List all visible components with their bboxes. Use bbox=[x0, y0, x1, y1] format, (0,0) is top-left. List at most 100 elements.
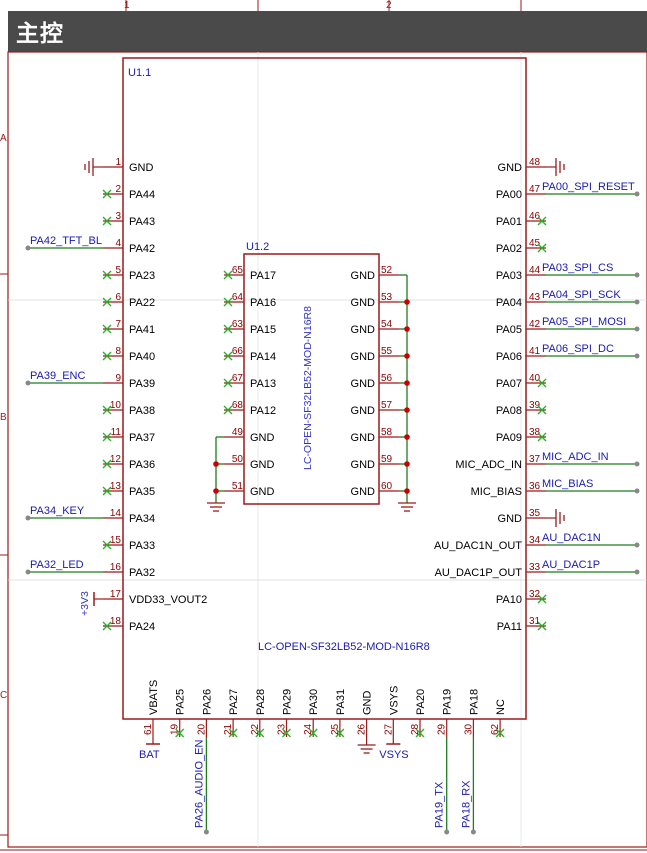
net-label: PA06_SPI_DC bbox=[542, 343, 614, 355]
u1-1-designator: U1.1 bbox=[128, 67, 151, 79]
pin-name: VDD33_VOUT2 bbox=[129, 594, 207, 606]
pin-name: PA38 bbox=[129, 405, 155, 417]
pin-name: PA24 bbox=[129, 621, 155, 633]
pin-number: 49 bbox=[232, 427, 244, 438]
net-label: PA34_KEY bbox=[30, 505, 85, 517]
pin-name: GND bbox=[129, 162, 154, 174]
pin-number: 30 bbox=[463, 723, 474, 735]
pin-number: 7 bbox=[115, 319, 121, 330]
no-connect-mark bbox=[102, 540, 112, 550]
pin-number: 35 bbox=[529, 508, 541, 519]
pin-number: 5 bbox=[115, 265, 121, 276]
no-connect-mark bbox=[102, 486, 112, 496]
pin-name: PA25 bbox=[175, 689, 187, 715]
pin-number: 40 bbox=[529, 373, 541, 384]
pin-number: 54 bbox=[381, 319, 393, 330]
no-connect-mark bbox=[223, 270, 233, 280]
net-port bbox=[25, 515, 31, 521]
pin-number: 10 bbox=[110, 400, 122, 411]
u1-1-right-pins: 48GND47PA00PA00_SPI_RESET46PA0145PA0244P… bbox=[434, 157, 640, 633]
pin-name: PA29 bbox=[282, 689, 294, 715]
pin-name: PA34 bbox=[129, 513, 155, 525]
u1-1-part-number: LC-OPEN-SF32LB52-MOD-N16R8 bbox=[258, 641, 430, 653]
pin-name: PA33 bbox=[129, 540, 155, 552]
pin-name: PA01 bbox=[496, 216, 522, 228]
pin-name: PA14 bbox=[250, 351, 276, 363]
grid-number-top-1: 1 bbox=[124, 0, 130, 11]
net-label: PA42_TFT_BL bbox=[30, 235, 102, 247]
junction-dot bbox=[404, 326, 410, 332]
pin-number: 59 bbox=[381, 454, 393, 465]
pin-name: VBATS bbox=[148, 680, 160, 715]
pin-name: GND bbox=[351, 432, 376, 444]
u1-2-designator: U1.2 bbox=[246, 241, 269, 253]
pin-name: GND bbox=[351, 324, 376, 336]
pin-number: 22 bbox=[250, 723, 261, 735]
net-port bbox=[203, 829, 209, 835]
no-connect-mark bbox=[537, 216, 547, 226]
pin-number: 61 bbox=[143, 723, 154, 735]
pin-name: PA11 bbox=[497, 621, 522, 633]
net-label: MIC_BIAS bbox=[542, 478, 593, 490]
pin-name: PA03 bbox=[496, 270, 522, 282]
pin-number: 11 bbox=[111, 427, 122, 438]
pin-number: 24 bbox=[303, 723, 314, 735]
no-connect-mark bbox=[223, 378, 233, 388]
no-connect-mark bbox=[102, 405, 112, 415]
pin-number: 26 bbox=[357, 723, 368, 735]
pin-number: 13 bbox=[110, 481, 122, 492]
pin-number: 27 bbox=[383, 723, 394, 735]
junction-dot bbox=[404, 461, 410, 467]
no-connect-mark bbox=[102, 459, 112, 469]
pin-number: 50 bbox=[232, 454, 244, 465]
pin-number: 67 bbox=[232, 373, 244, 384]
junction-dot bbox=[404, 353, 410, 359]
net-port bbox=[25, 245, 31, 251]
pin-number: 34 bbox=[529, 535, 541, 546]
pin-name: PA18 bbox=[468, 689, 480, 715]
net-label: AU_DAC1P bbox=[542, 559, 600, 571]
pin-name: PA08 bbox=[496, 405, 522, 417]
pin-number: 36 bbox=[529, 481, 541, 492]
no-connect-mark bbox=[537, 405, 547, 415]
pin-name: PA05 bbox=[496, 324, 522, 336]
no-connect-mark bbox=[102, 270, 112, 280]
no-connect-mark bbox=[102, 432, 112, 442]
pin-name: PA22 bbox=[129, 297, 155, 309]
net-label: PA03_SPI_CS bbox=[542, 262, 613, 274]
pin-number: 41 bbox=[529, 346, 541, 357]
pin-name: PA37 bbox=[129, 432, 155, 444]
pin-number: 66 bbox=[232, 346, 244, 357]
pin-number: 28 bbox=[410, 723, 421, 735]
no-connect-mark bbox=[102, 216, 112, 226]
net-port bbox=[634, 299, 640, 305]
no-connect-mark bbox=[223, 405, 233, 415]
net-port bbox=[634, 461, 640, 467]
pin-name: PA35 bbox=[129, 486, 155, 498]
net-label: PA26_AUDIO_EN bbox=[193, 739, 205, 828]
pin-number: 33 bbox=[529, 562, 541, 573]
junction-dot bbox=[404, 299, 410, 305]
pin-number: 55 bbox=[381, 346, 393, 357]
no-connect-mark bbox=[537, 432, 547, 442]
no-connect-mark bbox=[282, 728, 291, 738]
net-port bbox=[634, 569, 640, 575]
no-connect-mark bbox=[537, 594, 547, 604]
pin-name: GND bbox=[351, 378, 376, 390]
net-port bbox=[25, 569, 31, 575]
pin-name: GND bbox=[498, 162, 523, 174]
net-port bbox=[634, 191, 640, 197]
net-port bbox=[634, 542, 640, 548]
pin-name: PA43 bbox=[129, 216, 155, 228]
pin-number: 47 bbox=[529, 184, 541, 195]
no-connect-mark bbox=[102, 621, 112, 631]
power-net-label: BAT bbox=[139, 749, 160, 761]
pin-name: PA07 bbox=[496, 378, 522, 390]
u1-2-body bbox=[243, 253, 380, 505]
pin-number: 29 bbox=[437, 723, 448, 735]
pin-number: 62 bbox=[490, 723, 501, 735]
net-port bbox=[634, 353, 640, 359]
net-label: PA18_RX bbox=[460, 780, 472, 828]
net-port bbox=[444, 829, 450, 835]
